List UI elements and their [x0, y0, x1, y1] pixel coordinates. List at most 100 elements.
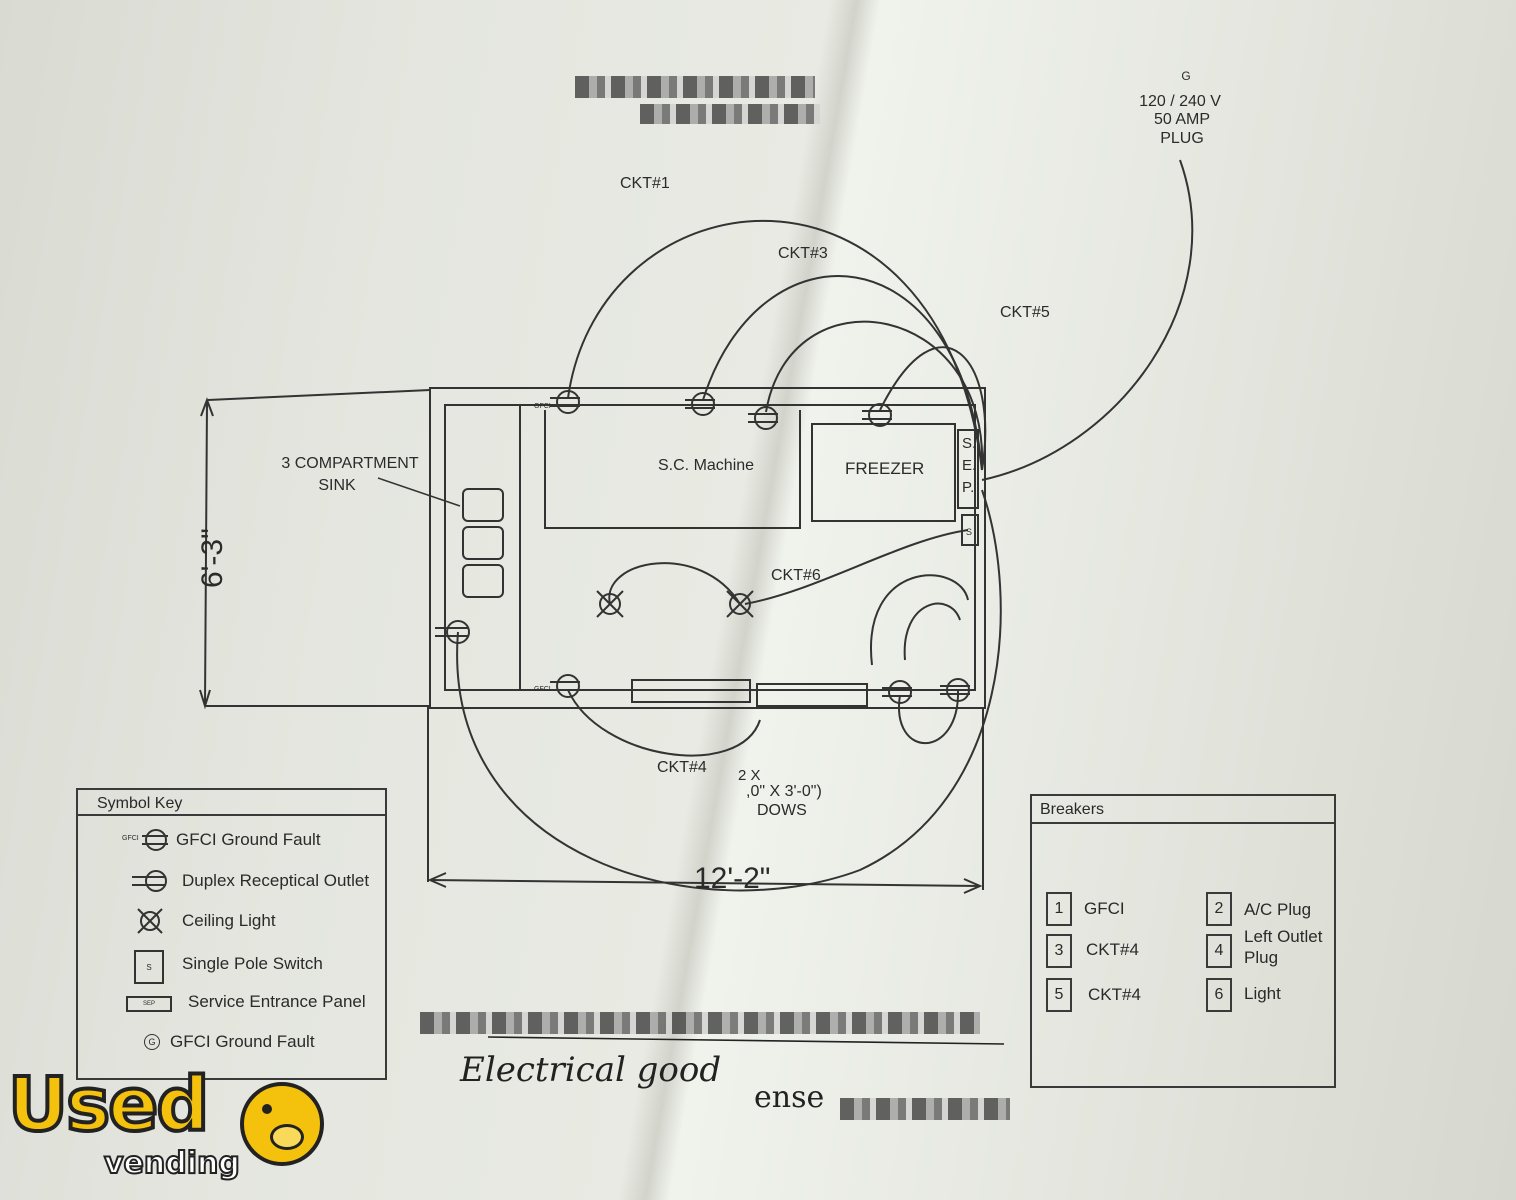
sc-machine-counter — [544, 410, 801, 529]
gfci-outlet-top — [550, 390, 580, 414]
ckt1-label: CKT#1 — [620, 175, 670, 192]
logo-pig-icon — [240, 1082, 324, 1166]
ckt4-label: CKT#4 — [657, 759, 707, 776]
power-plug-symbol: G — [1181, 69, 1190, 83]
panel-icon: SEP — [126, 988, 182, 1016]
breaker-label-1: GFCI — [1084, 899, 1125, 918]
sink-bowl-3 — [462, 564, 504, 598]
breaker-number-5: 5 — [1046, 978, 1072, 1012]
ckt4-wire — [456, 489, 1002, 892]
ckt3-wire-2 — [765, 320, 984, 471]
ckt5-wire — [879, 346, 987, 471]
key-label-light: Ceiling Light — [182, 911, 276, 930]
ckt6-wire — [608, 562, 741, 605]
ckt3-wire — [702, 275, 983, 471]
key-label-gfci: GFCI Ground Fault — [176, 830, 321, 849]
key-label-switch: Single Pole Switch — [182, 954, 323, 973]
duplex-outlet-icon — [128, 867, 176, 895]
sc-machine-label: S.C. Machine — [658, 457, 754, 474]
duplex-outlet-top-2 — [748, 406, 778, 430]
key-row-gfci-plug: G GFCI Ground Fault — [142, 1028, 315, 1056]
symbol-key-title: Symbol Key — [97, 795, 183, 812]
ceiling-light-2 — [726, 590, 754, 618]
breaker-number-1: 1 — [1046, 892, 1072, 926]
duplex-outlet-top-1 — [685, 392, 715, 416]
key-row-panel: SEP Service Entrance Panel — [126, 988, 366, 1016]
symbol-key-box: Symbol Key GFCI GFCI Ground Fault Duplex… — [76, 788, 387, 1080]
ckt1-wire — [567, 219, 983, 471]
sink-label-line2: SINK — [318, 477, 356, 494]
ac-wire-2 — [903, 602, 961, 661]
key-row-light: Ceiling Light — [128, 907, 276, 935]
key-row-gfci: GFCI GFCI Ground Fault — [122, 826, 321, 854]
width-dimension-line — [429, 879, 981, 887]
breaker-label-6: Light — [1244, 984, 1281, 1003]
sep-panel — [957, 429, 979, 509]
switch-icon: S — [128, 950, 176, 984]
power-plug-wire — [981, 159, 1194, 481]
sep-label-s: S. — [962, 435, 976, 452]
ac-wire — [870, 574, 969, 666]
window-note-line1: 2 X — [738, 767, 761, 784]
breaker-number-4: 4 — [1206, 934, 1232, 968]
breakers-title: Breakers — [1040, 801, 1105, 818]
redacted-header-2 — [640, 104, 820, 124]
sink-bowl-1 — [462, 488, 504, 522]
breaker-label-5: CKT#4 — [1088, 985, 1141, 1004]
width-dimension-label: 12'-2" — [694, 862, 770, 895]
logo-word-vending: vending — [103, 1145, 241, 1182]
switch-label: S — [966, 527, 972, 537]
duplex-outlet-bottom-1 — [882, 680, 912, 704]
key-label-gfci-plug: GFCI Ground Fault — [170, 1032, 315, 1051]
gfci-plug-icon: G — [142, 1028, 164, 1056]
breaker-label-2: A/C Plug — [1244, 900, 1312, 919]
window-note-line2: ,0" X 3'-0") — [746, 783, 822, 800]
redacted-header — [575, 76, 815, 98]
key-row-switch: S Single Pole Switch — [128, 950, 323, 984]
handwritten-license-prefix: ense — [754, 1080, 825, 1115]
ckt3-label: CKT#3 — [778, 245, 828, 262]
ckt4-wire-2 — [567, 689, 761, 757]
sink-bowl-2 — [462, 526, 504, 560]
breaker-label-4: Left Outlet Plug — [1244, 927, 1323, 967]
height-dimension-label: 6'-3" — [196, 528, 229, 588]
duplex-outlet-left — [435, 620, 470, 644]
freezer-label: FREEZER — [845, 459, 924, 478]
gfci-outlet-bottom — [550, 674, 580, 698]
duplex-outlet-top-3 — [862, 403, 892, 427]
window-note-line3: DOWS — [757, 802, 807, 819]
freezer-box — [811, 423, 956, 522]
gfci-tag-top: GFCI — [534, 403, 551, 410]
ceiling-light-1 — [596, 590, 624, 618]
breaker-label-3: CKT#4 — [1086, 940, 1139, 959]
ckt6-label: CKT#6 — [771, 567, 821, 584]
symbol-key-header-line — [78, 814, 385, 816]
ckt5-label: CKT#5 — [1000, 304, 1050, 321]
sep-label-p: P. — [962, 479, 974, 496]
gfci-tag-bottom: GFCI — [534, 686, 551, 693]
ckt6-wire-2 — [744, 529, 969, 605]
gfci-outlet-icon: GFCI — [122, 826, 170, 854]
handwritten-note: Electrical good — [460, 1050, 722, 1090]
power-plug-label: PLUG — [1160, 130, 1204, 147]
breaker-number-6: 6 — [1206, 978, 1232, 1012]
breaker-number-3: 3 — [1046, 934, 1072, 968]
breaker-number-2: 2 — [1206, 892, 1232, 926]
power-amp-label: 50 AMP — [1154, 111, 1210, 128]
key-row-duplex: Duplex Receptical Outlet — [128, 867, 369, 895]
window-right — [756, 683, 868, 707]
ceiling-light-icon — [128, 907, 176, 935]
logo-word-used: Used — [6, 1060, 211, 1150]
sink-counter — [444, 404, 521, 691]
redacted-license — [840, 1098, 1010, 1120]
sep-label-e: E. — [962, 457, 976, 474]
power-voltage-label: 120 / 240 V — [1139, 93, 1221, 110]
breakers-box: Breakers 1 GFCI 3 CKT#4 5 CKT#4 2 A/C Pl… — [1030, 794, 1336, 1088]
key-label-panel: Service Entrance Panel — [188, 992, 366, 1011]
ckt4-wire-3 — [898, 689, 960, 745]
redacted-signature — [420, 1012, 980, 1034]
sink-label-line1: 3 COMPARTMENT — [281, 455, 418, 472]
trailer-inner-wall — [444, 404, 976, 691]
window-left — [631, 679, 751, 703]
